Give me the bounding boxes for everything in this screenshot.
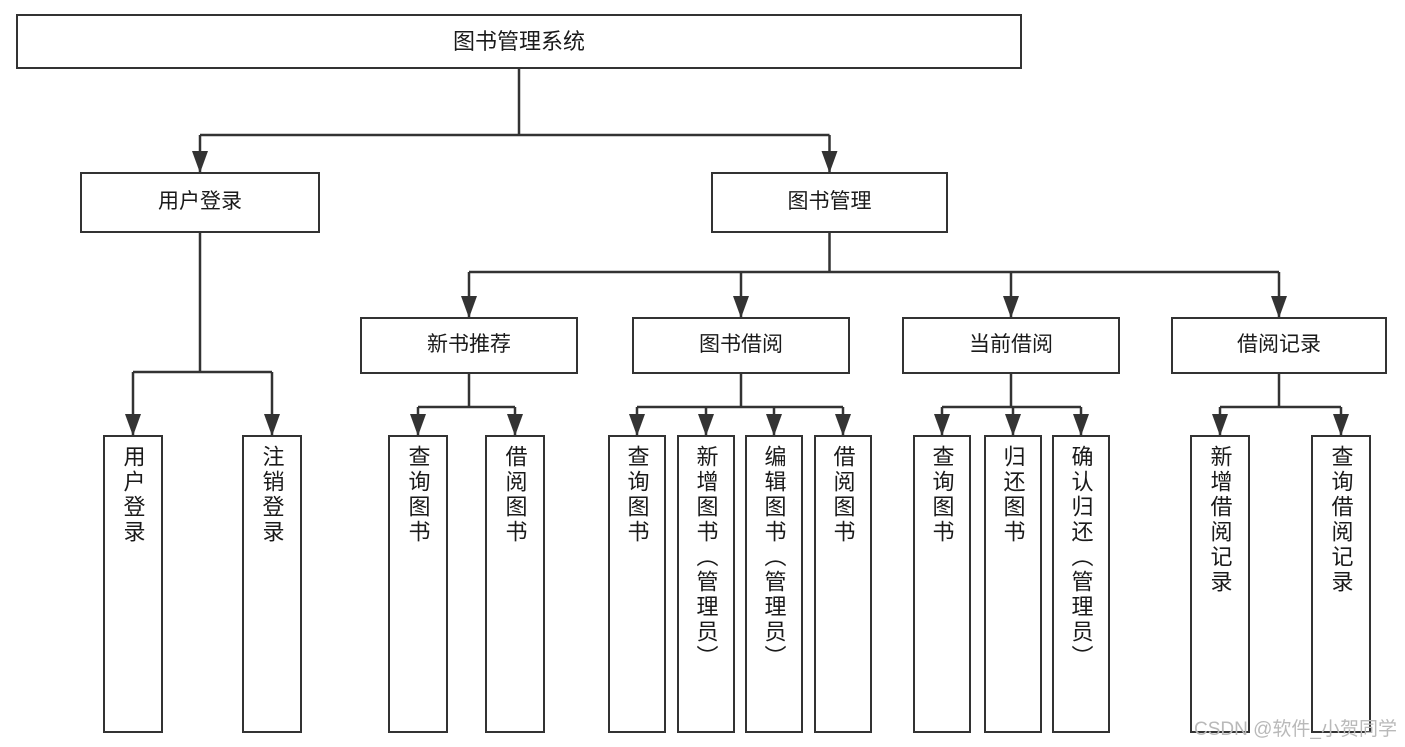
arrowhead-icon — [410, 414, 426, 436]
arrowhead-icon — [507, 414, 523, 436]
node-borrow-record: 借阅记录 — [1171, 317, 1387, 374]
arrowhead-icon — [1271, 296, 1287, 318]
node-label: 注销登录 — [259, 445, 285, 545]
node-user-login: 用户登录 — [80, 172, 320, 233]
node-label: 查询图书 — [929, 445, 955, 545]
node-leaf-bb-query: 查询图书 — [608, 435, 666, 733]
node-label: 图书管理 — [787, 190, 872, 214]
arrowhead-icon — [1333, 414, 1349, 436]
node-leaf-br-query: 查询借阅记录 — [1311, 435, 1371, 733]
node-leaf-bb-borrow: 借阅图书 — [814, 435, 872, 733]
arrowhead-icon — [264, 414, 280, 436]
node-leaf-br-add: 新增借阅记录 — [1190, 435, 1250, 733]
arrowhead-icon — [698, 414, 714, 436]
node-leaf-user-logout: 注销登录 — [242, 435, 302, 733]
node-label: 归还图书 — [1000, 445, 1026, 545]
node-leaf-bb-add: 新增图书（管理员） — [677, 435, 735, 733]
node-current-borrow: 当前借阅 — [902, 317, 1120, 374]
node-label: 借阅图书 — [502, 445, 528, 545]
node-label: 当前借阅 — [969, 333, 1053, 357]
arrowhead-icon — [835, 414, 851, 436]
node-label: 查询图书 — [405, 445, 431, 545]
node-leaf-cb-confirm: 确认归还（管理员） — [1052, 435, 1110, 733]
node-label: 编辑图书（管理员） — [761, 445, 787, 670]
arrowhead-icon — [821, 151, 838, 173]
node-label: 查询借阅记录 — [1328, 445, 1354, 595]
arrowhead-icon — [192, 151, 208, 173]
node-new-book-rec: 新书推荐 — [360, 317, 578, 374]
arrowhead-icon — [125, 414, 141, 436]
node-leaf-cb-query: 查询图书 — [913, 435, 971, 733]
node-label: 图书管理系统 — [452, 28, 585, 54]
node-label: 用户登录 — [158, 190, 242, 214]
arrowhead-icon — [1003, 296, 1019, 318]
node-label: 用户登录 — [120, 445, 146, 545]
node-label: 确认归还（管理员） — [1068, 445, 1094, 670]
node-label: 新增图书（管理员） — [693, 445, 719, 670]
node-root: 图书管理系统 — [16, 14, 1022, 69]
arrowhead-icon — [766, 414, 782, 436]
arrowhead-icon — [629, 414, 645, 436]
node-label: 新增借阅记录 — [1207, 445, 1233, 595]
node-book-borrow: 图书借阅 — [632, 317, 850, 374]
arrowhead-icon — [1005, 414, 1021, 436]
node-label: 新书推荐 — [427, 333, 511, 357]
arrowhead-icon — [1073, 414, 1089, 436]
node-label: 图书借阅 — [699, 333, 783, 357]
node-leaf-bb-edit: 编辑图书（管理员） — [745, 435, 803, 733]
node-label: 借阅图书 — [830, 445, 856, 545]
node-leaf-user-login: 用户登录 — [103, 435, 163, 733]
arrowhead-icon — [1212, 414, 1228, 436]
node-leaf-rec-borrow: 借阅图书 — [485, 435, 545, 733]
arrowhead-icon — [733, 296, 749, 318]
arrowhead-icon — [934, 414, 950, 436]
node-label: 查询图书 — [624, 445, 650, 545]
node-leaf-cb-return: 归还图书 — [984, 435, 1042, 733]
watermark-text: CSDN @软件_小贺同学 — [1194, 719, 1397, 740]
node-label: 借阅记录 — [1237, 333, 1321, 357]
node-leaf-rec-query: 查询图书 — [388, 435, 448, 733]
node-book-mgmt: 图书管理 — [711, 172, 948, 233]
arrowhead-icon — [461, 296, 477, 318]
